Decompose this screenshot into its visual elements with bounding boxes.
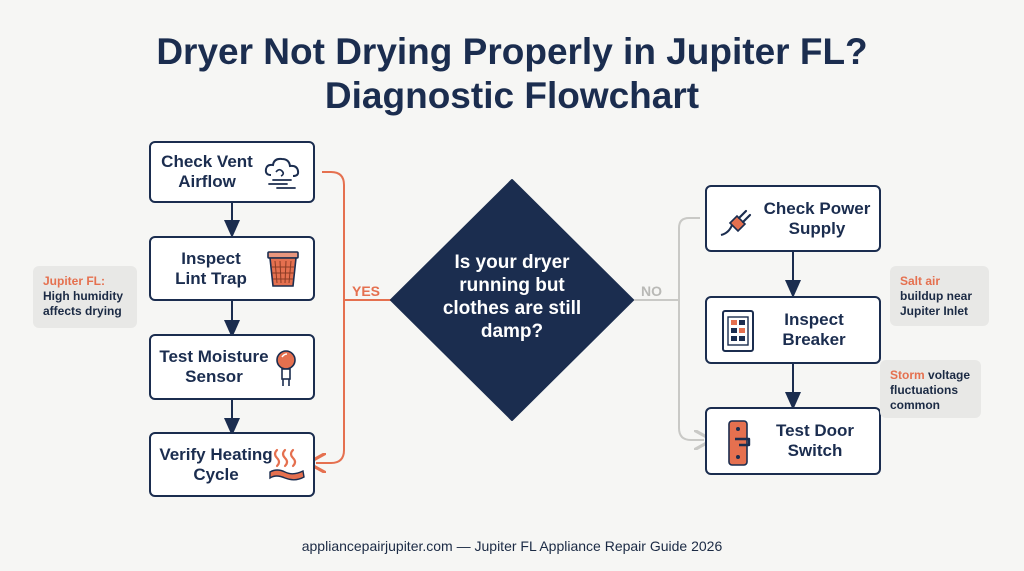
step-label: Inspect Breaker xyxy=(782,310,846,349)
note-highlight: Storm xyxy=(890,368,925,382)
note-highlight: Salt air xyxy=(900,274,941,288)
note-text: buildup near Jupiter Inlet xyxy=(900,289,972,318)
step-label: Test Door Switch xyxy=(775,421,855,460)
yes-label: YES xyxy=(352,283,381,299)
yes-branch-line xyxy=(316,171,392,463)
step-verify-heating-cycle: Verify Heating Cycle xyxy=(149,432,315,497)
step-label: Test Moisture Sensor xyxy=(159,347,269,386)
note-highlight: Jupiter FL: xyxy=(43,274,105,288)
note-storm: Storm voltage fluctuations common xyxy=(880,360,981,418)
title-line-2: Diagnostic Flowchart xyxy=(324,75,700,116)
step-check-vent-airflow: Check Vent Airflow xyxy=(149,141,315,203)
step-label: Verify Heating Cycle xyxy=(159,444,273,484)
heating-waves-icon xyxy=(269,448,305,481)
decision-diamond xyxy=(390,179,634,421)
wind-cloud-icon xyxy=(264,157,300,189)
step-test-door-switch: Test Door Switch xyxy=(705,407,881,475)
no-branch-line xyxy=(633,217,704,440)
no-label: NO xyxy=(641,283,662,299)
step-test-moisture-sensor: Test Moisture Sensor xyxy=(149,334,315,400)
footer-credit: appliancepairjupiter.com — Jupiter FL Ap… xyxy=(301,538,723,554)
note-text: voltage fluctuations common xyxy=(890,368,971,412)
power-plug-icon xyxy=(720,209,752,236)
decision-question: Is your dryer running but clothes are st… xyxy=(442,252,582,342)
note-text: High humidity affects drying xyxy=(43,289,123,318)
sensor-probe-icon xyxy=(276,350,296,386)
door-switch-icon xyxy=(728,420,751,466)
step-label: Check Power Supply xyxy=(763,198,871,238)
step-check-power-supply: Check Power Supply xyxy=(705,185,881,252)
note-humidity: Jupiter FL: High humidity affects drying xyxy=(33,266,137,328)
lint-filter-icon xyxy=(267,251,299,287)
step-label: Check Vent Airflow xyxy=(161,152,253,191)
step-label: Inspect Lint Trap xyxy=(175,248,247,288)
step-inspect-breaker: Inspect Breaker xyxy=(705,296,881,364)
note-salt-air: Salt air buildup near Jupiter Inlet xyxy=(890,266,989,326)
step-inspect-lint-trap: Inspect Lint Trap xyxy=(149,236,315,301)
breaker-panel-icon xyxy=(722,310,754,352)
title-line-1: Dryer Not Drying Properly in Jupiter FL? xyxy=(156,31,868,72)
